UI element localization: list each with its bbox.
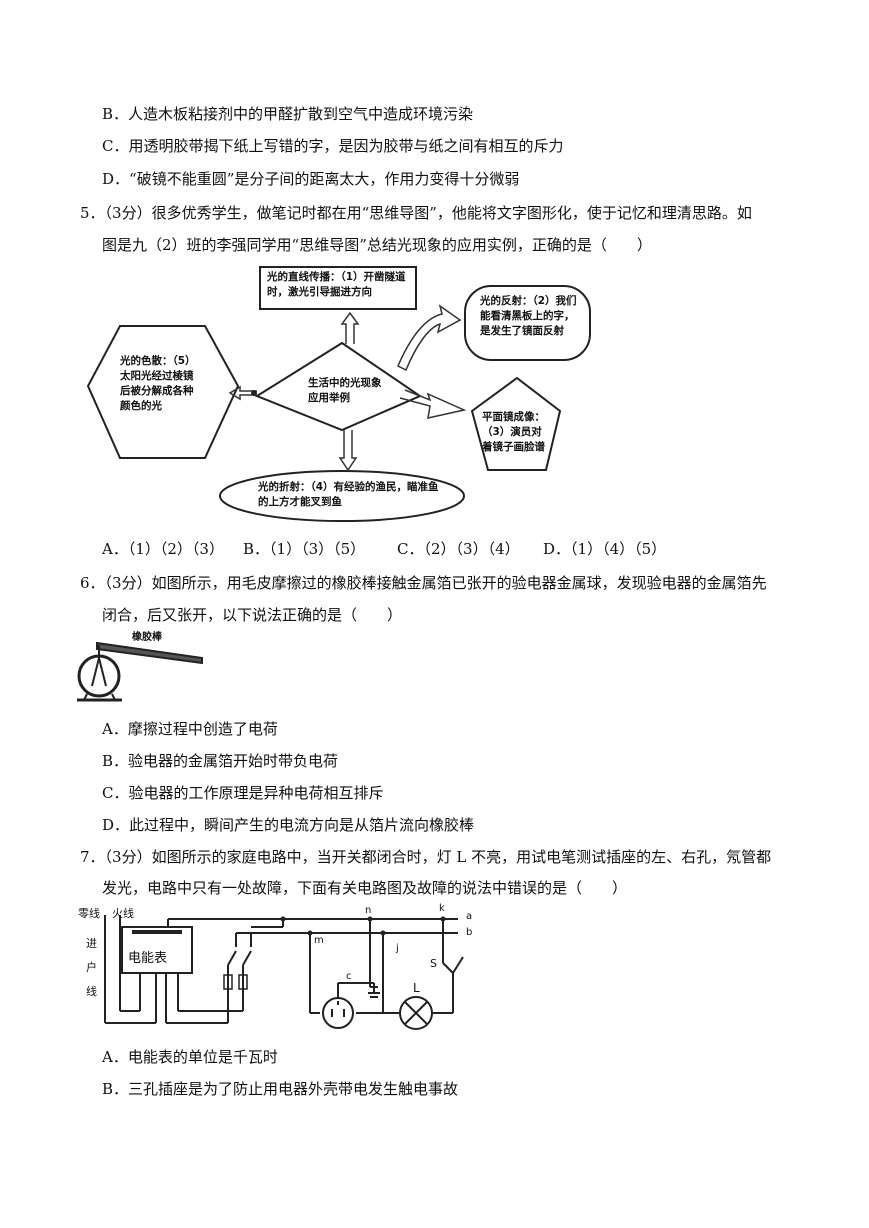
mindmap-top-text: 光的直线传播：（1）开凿隧道时，激光引导掘进方向 xyxy=(267,271,406,298)
q5-stem-line2: 图是九（2）班的李强同学用“思维导图”总结光现象的应用实例，正确的是（ ） xyxy=(102,236,652,254)
mindmap-center-text: 生活中的光现象应用举例 xyxy=(308,377,382,404)
rubber-rod-label: 橡胶棒 xyxy=(132,632,162,643)
mindmap-shapes xyxy=(86,266,591,522)
q7-circuit-figure: 零线 火线 进 户 线 电能表 n k a b m j c L S xyxy=(78,903,488,1030)
neutral-line-label: 零线 xyxy=(78,907,100,920)
node-n: n xyxy=(365,905,372,916)
switch-s-label: S xyxy=(430,957,437,970)
q7-option-a: A．电能表的单位是千瓦时 xyxy=(102,1048,278,1066)
left-hexagon xyxy=(86,325,240,459)
node-k: k xyxy=(439,903,445,914)
q4-option-c: C．用透明胶带揭下纸上写错的字，是因为胶带与纸之间有相互的斥力 xyxy=(102,137,564,155)
electroscope-drawing xyxy=(77,641,203,702)
mindmap-bottom-text: 光的折射：（4）有经验的渔民，瞄准鱼的上方才能叉到鱼 xyxy=(258,481,439,508)
line-a-label: a xyxy=(466,911,473,922)
mindmap-arrows xyxy=(228,304,467,472)
q4-option-d: D．“破镜不能重圆”是分子间的距离太大，作用力变得十分微弱 xyxy=(102,170,520,188)
entry-label-1: 进 xyxy=(86,937,97,950)
q5-stem-line1: 5．（3分）很多优秀学生，做笔记时都在用“思维导图”，他能将文字图形化，使于记忆… xyxy=(80,204,752,222)
q5-option-d: D．（1）（4）（5） xyxy=(543,540,667,558)
entry-label-2: 户 xyxy=(86,961,97,974)
right-top-box xyxy=(464,285,591,361)
q5-option-a: A．（1）（2）（3） xyxy=(102,540,224,558)
line-b-label: b xyxy=(466,927,473,938)
node-m: m xyxy=(314,935,324,946)
q6-option-d: D．此过程中，瞬间产生的电流方向是从箔片流向橡胶棒 xyxy=(102,816,475,834)
q6-option-a: A．摩擦过程中创造了电荷 xyxy=(102,720,278,738)
q6-stem-line1: 6．（3分）如图所示，用毛皮摩擦过的橡胶棒接触金属箔已张开的验电器金属球，发现验… xyxy=(80,574,767,592)
top-box xyxy=(259,266,417,310)
node-j: j xyxy=(396,943,399,954)
q5-option-b: B．（1）（3）（5） xyxy=(243,540,366,558)
meter-label: 电能表 xyxy=(128,951,168,966)
q5-mindmap: 光的直线传播：（1）开凿隧道时，激光引导掘进方向 光的反射：（2）我们能看清黑板… xyxy=(80,258,640,528)
q6-electroscope-figure: 橡胶棒 xyxy=(72,630,212,705)
q6-option-c: C．验电器的工作原理是异种电荷相互排斥 xyxy=(102,784,384,802)
q6-stem-line2: 闭合，后又张开，以下说法正确的是（ ） xyxy=(102,606,403,624)
bottom-ellipse xyxy=(219,470,465,522)
mindmap-right-top-text: 光的反射：（2）我们能看清黑板上的字，是发生了镜面反射 xyxy=(480,295,577,337)
q5-option-c: C．（2）（3）（4） xyxy=(397,540,520,558)
node-c: c xyxy=(346,971,352,982)
q7-stem-line1: 7．（3分）如图所示的家庭电路中，当开关都闭合时，灯 L 不亮，用试电笔测试插座… xyxy=(80,848,772,866)
live-line-label: 火线 xyxy=(112,907,134,920)
mindmap-right-text: 平面镜成像：（3）演员对着镜子画脸谱 xyxy=(482,411,545,453)
entry-label-3: 线 xyxy=(86,985,97,998)
q4-option-b: B．人造木板粘接剂中的甲醛扩散到空气中造成环境污染 xyxy=(102,105,474,123)
q7-stem-line2: 发光，电路中只有一处故障，下面有关电路图及故障的说法中错误的是（ ） xyxy=(102,879,628,897)
mindmap-left-text: 光的色散：（5）太阳光经过棱镜后被分解成各种颜色的光 xyxy=(120,355,196,412)
right-pentagon xyxy=(470,376,562,471)
lamp-label: L xyxy=(413,981,420,995)
circuit-drawing xyxy=(104,915,464,1030)
q7-option-b: B．三孔插座是为了防止用电器外壳带电发生触电事故 xyxy=(102,1080,459,1098)
q6-option-b: B．验电器的金属箔开始时带负电荷 xyxy=(102,752,339,770)
